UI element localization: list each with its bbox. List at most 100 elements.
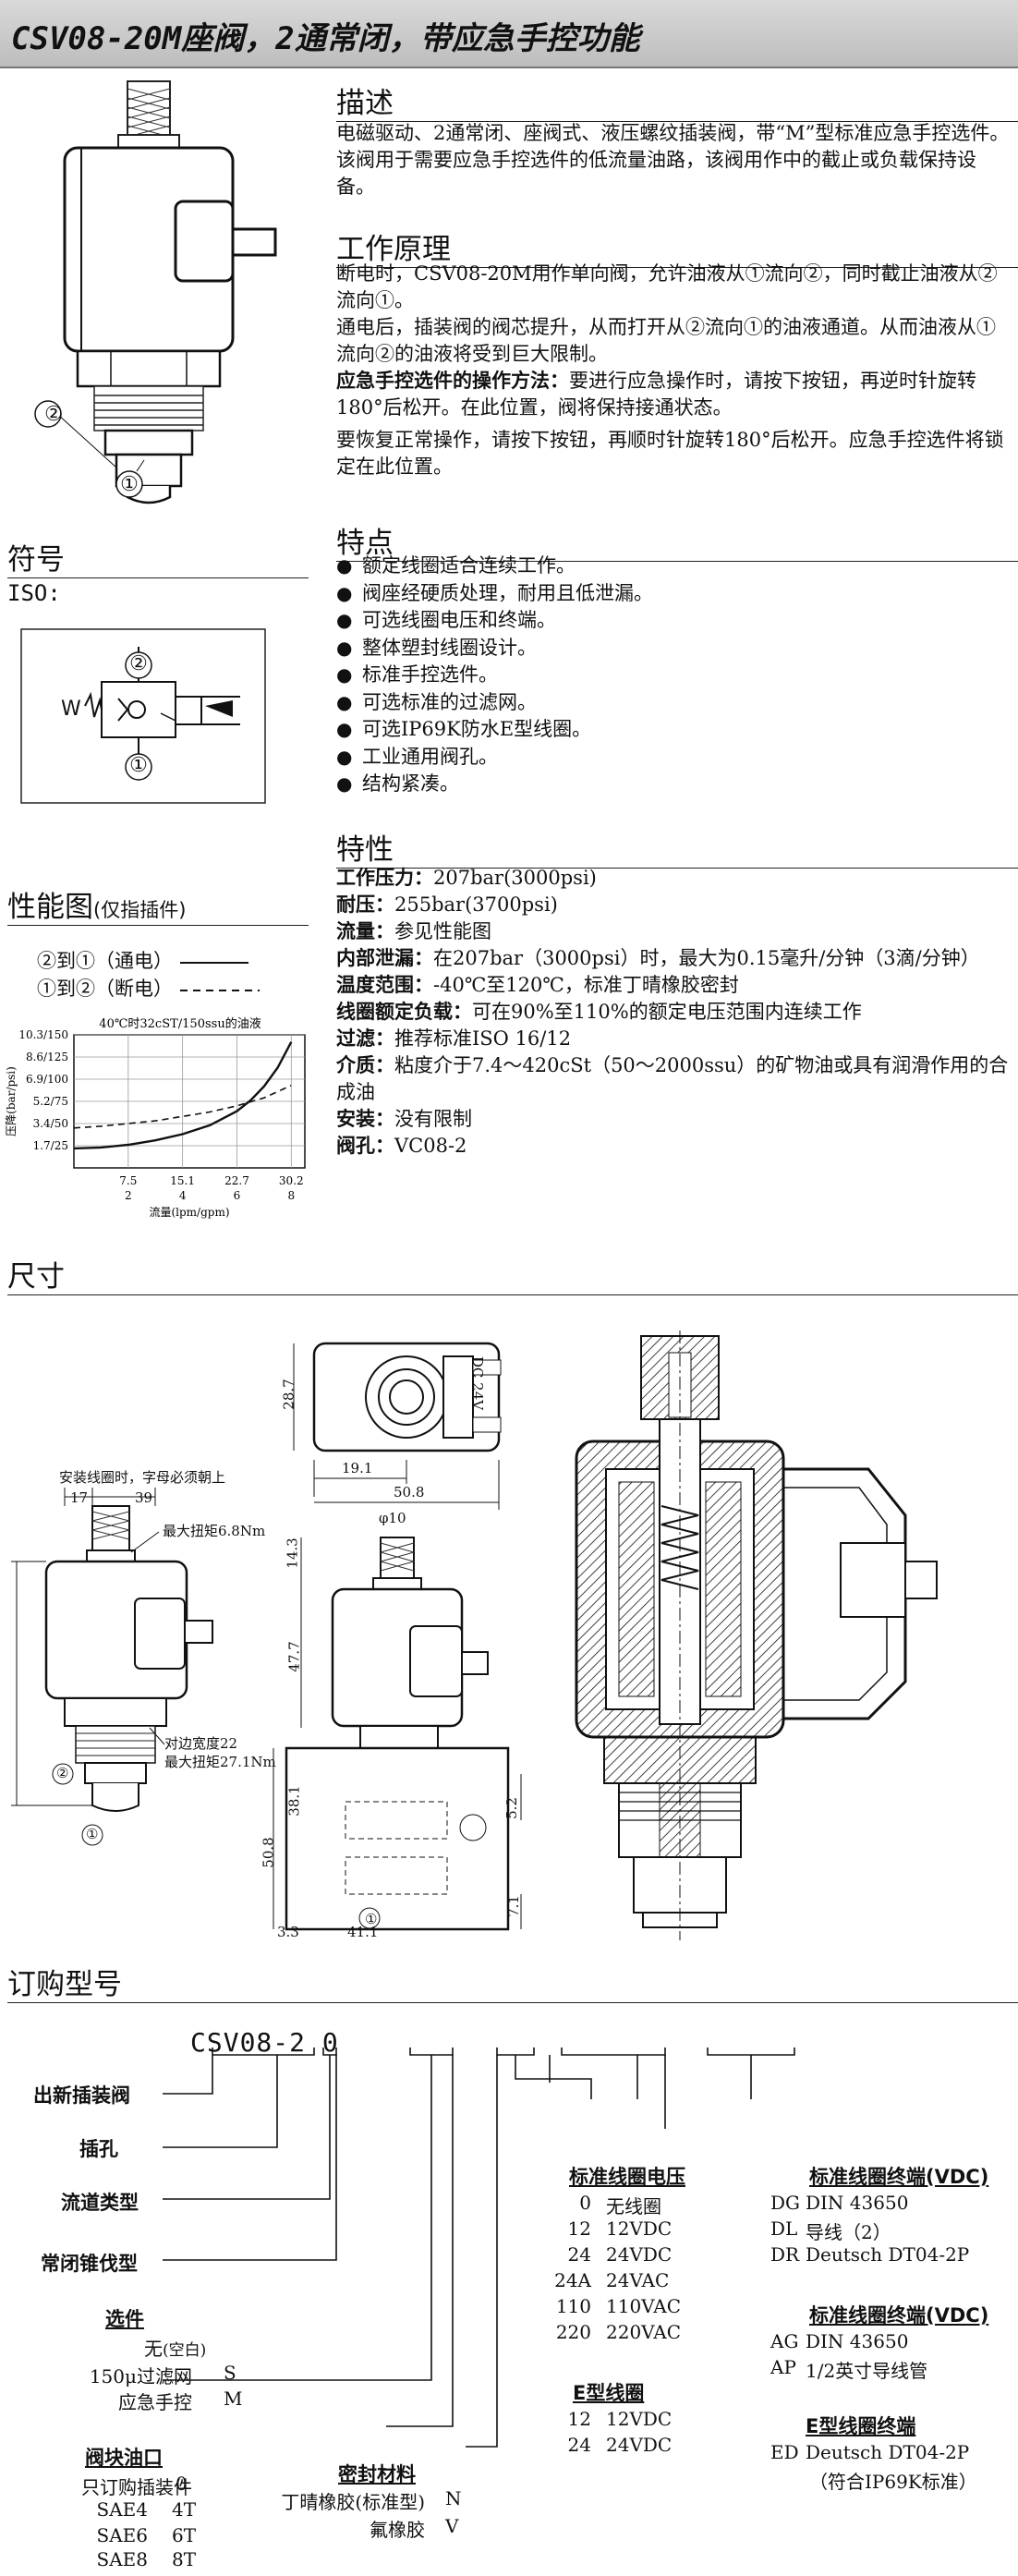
term-ac-name: DIN 43650	[806, 2330, 909, 2352]
voltage-name: 12VDC	[606, 2218, 673, 2240]
term-dc-name: Deutsch DT04-2P	[806, 2243, 970, 2266]
dim-38-1: 38.1	[285, 1785, 303, 1817]
symbol-port-2: ②	[129, 652, 148, 675]
performance-chart: 40℃时32cST/150ssu的油液1.7/253.4/505.2/756.9…	[5, 1016, 306, 1219]
spec-row: 流量：参见性能图	[336, 920, 491, 942]
dim-front-port-1: ①	[365, 1911, 378, 1927]
voltage-name: 220VAC	[606, 2321, 682, 2343]
term-ac-name: 1/2英寸导线管	[806, 2360, 928, 2382]
principle-paragraph-2: 通电后，插装阀的阀芯提升，从而打开从②流向①的油液通道。从而油液从①流向②的油液…	[336, 316, 996, 365]
dim-17: 17	[70, 1489, 89, 1506]
spec-row: 工作压力：207bar(3000psi)	[336, 867, 597, 889]
dim-50-8-b: 50.8	[260, 1837, 277, 1868]
term-dc-code: DG	[770, 2192, 801, 2214]
valve-product-image	[34, 80, 277, 504]
chart-y-tick-label: 3.4/50	[33, 1117, 68, 1130]
dimension-front-view	[273, 1537, 522, 1931]
feature-item: ●可选线圈电压和终端。	[336, 609, 556, 631]
option-filter-code: S	[224, 2362, 236, 2384]
order-label-cavity: 插孔	[79, 2138, 118, 2160]
chart-x-tick-label: 22.7	[224, 1174, 249, 1187]
chart-y-tick-label: 6.9/100	[26, 1073, 68, 1086]
feature-item: ●可选IP69K防水E型线圈。	[336, 718, 592, 740]
e-coil-heading: E型线圈	[573, 2382, 645, 2404]
title-bar: CSV08-20M座阀，2通常闭，带应急手控功能	[0, 0, 1018, 68]
term-e-name: Deutsch DT04-2P	[806, 2441, 970, 2463]
order-code: CSV08-2 0	[190, 2027, 339, 2058]
symbol-spring-label: W	[61, 698, 81, 721]
voltage-code: 24	[567, 2243, 591, 2266]
chart-y-tick-label: 10.3/150	[18, 1028, 68, 1041]
dim-5-2: 5.2	[503, 1797, 520, 1819]
dim-50-8-a: 50.8	[394, 1484, 425, 1501]
seal-item-name: 丁晴橡胶(标准型)	[281, 2491, 425, 2513]
features-list: ●额定线圈适合连续工作。 ●阀座经硬质处理，耐用且低泄漏。 ●可选线圈电压和终端…	[336, 553, 653, 798]
chart-x-tick-label-gpm: 4	[179, 1189, 187, 1202]
seal-item-code: N	[445, 2487, 462, 2509]
chart-x-tick-label: 30.2	[279, 1174, 304, 1187]
principle-paragraph-3: 应急手控选件的操作方法：要进行应急操作时，请按下按钮，再逆时针旋转180°后松开…	[336, 368, 1011, 421]
product-port-2-label: ②	[44, 403, 63, 426]
principle-paragraph-1: 断电时，CSV08-20M用作单向阀，允许油液从①流向②，同时截止油液从②流向①…	[336, 262, 998, 311]
voltage-name: 24VDC	[606, 2243, 673, 2266]
option-filter-name: 150μ过滤网	[89, 2365, 192, 2388]
dim-19-1: 19.1	[342, 1460, 373, 1476]
legend-energized: ②到①（通电）	[37, 950, 248, 972]
e-coil-name: 24VDC	[606, 2434, 673, 2456]
description-heading: 描述	[336, 79, 1018, 122]
voltage-name: 24VAC	[606, 2269, 670, 2291]
specs-list: 工作压力：207bar(3000psi) 耐压：255bar(3700psi) …	[336, 865, 1011, 1160]
dimension-cross-section	[575, 1331, 938, 1940]
feature-item: ●工业通用阀孔。	[336, 745, 498, 768]
seal-heading: 密封材料	[338, 2463, 416, 2485]
feature-item: ●结构紧凑。	[336, 772, 459, 795]
symbol-port-1: ①	[129, 754, 148, 777]
feature-item: ●标准手控选件。	[336, 663, 498, 686]
term-e-code: ED	[770, 2441, 799, 2463]
feature-item: ●整体塑封线圈设计。	[336, 636, 537, 659]
legend-deenergized: ①到②（断电）	[37, 978, 260, 1000]
chart-y-tick-label: 1.7/25	[33, 1139, 68, 1152]
feature-item: ●额定线圈适合连续工作。	[336, 554, 576, 577]
dim-coil-text: DC 24V	[469, 1355, 487, 1411]
dimensions-heading: 尺寸	[7, 1253, 1018, 1295]
spec-row: 阀孔：VC08-2	[336, 1135, 467, 1157]
feature-item: ●可选标准的过滤网。	[336, 690, 537, 713]
port-item-name: SAE8	[96, 2548, 148, 2570]
dimension-side-view	[11, 1488, 213, 1846]
seal-item-code: V	[445, 2515, 459, 2537]
term-e-heading: E型线圈终端	[806, 2415, 916, 2437]
spec-row: 过滤：推荐标准ISO 16/12	[336, 1027, 572, 1050]
term-dc-heading: 标准线圈终端(VDC)	[809, 2166, 989, 2188]
voltage-code: 12	[567, 2218, 591, 2240]
principle-p3-text: 要进行应急操作时，请按下按钮，再逆时针旋转180°后松开。在此位置，阀将保持接通…	[336, 370, 976, 419]
iso-label: ISO:	[7, 580, 61, 606]
term-ac-code: AG	[770, 2330, 799, 2352]
ordering-heading: 订购型号	[7, 1961, 1018, 2003]
voltage-code: 110	[555, 2295, 591, 2317]
dim-47-7: 47.7	[285, 1641, 303, 1672]
chart-x-tick-label-gpm: 2	[125, 1189, 132, 1202]
ordering-tree-lines	[163, 2047, 795, 2448]
dim-7-1: 7.1	[504, 1895, 522, 1917]
term-dc-name: DIN 43650	[806, 2192, 909, 2214]
voltage-code: 220	[555, 2321, 591, 2343]
principle-paragraph-4: 要恢复正常操作，请按下按钮，再顺时针旋转180°后松开。应急手控选件将锁定在此位…	[336, 429, 1004, 478]
port-item-code: 8T	[172, 2548, 197, 2570]
spec-row: 介质：粘度介于7.4～420cSt（50～2000ssu）的矿物油或具有润滑作用…	[336, 1054, 1009, 1103]
voltage-code: 0	[579, 2192, 591, 2214]
voltage-name: 无线圈	[606, 2195, 661, 2218]
port-item-code: 4T	[172, 2498, 197, 2521]
order-label-cone: 常闭锥伐型	[41, 2253, 138, 2275]
port-item-name: SAE6	[96, 2524, 148, 2546]
chart-series-deenergized	[73, 1084, 292, 1129]
chart-y-axis-label: 压降(bar/psi)	[5, 1066, 18, 1136]
iso-symbol-diagram	[20, 628, 266, 804]
spec-row: 温度范围：-40℃至120℃，标准丁晴橡胶密封	[336, 974, 739, 996]
dim-39: 39	[135, 1489, 153, 1506]
dim-hex-note-2: 最大扭矩27.1Nm	[164, 1754, 276, 1770]
dim-hex-note-1: 对边宽度22	[164, 1735, 238, 1752]
seal-item-name: 氟橡胶	[370, 2519, 425, 2541]
dim-41-1: 41.1	[347, 1924, 379, 1940]
features-heading: 特点	[336, 519, 1018, 562]
